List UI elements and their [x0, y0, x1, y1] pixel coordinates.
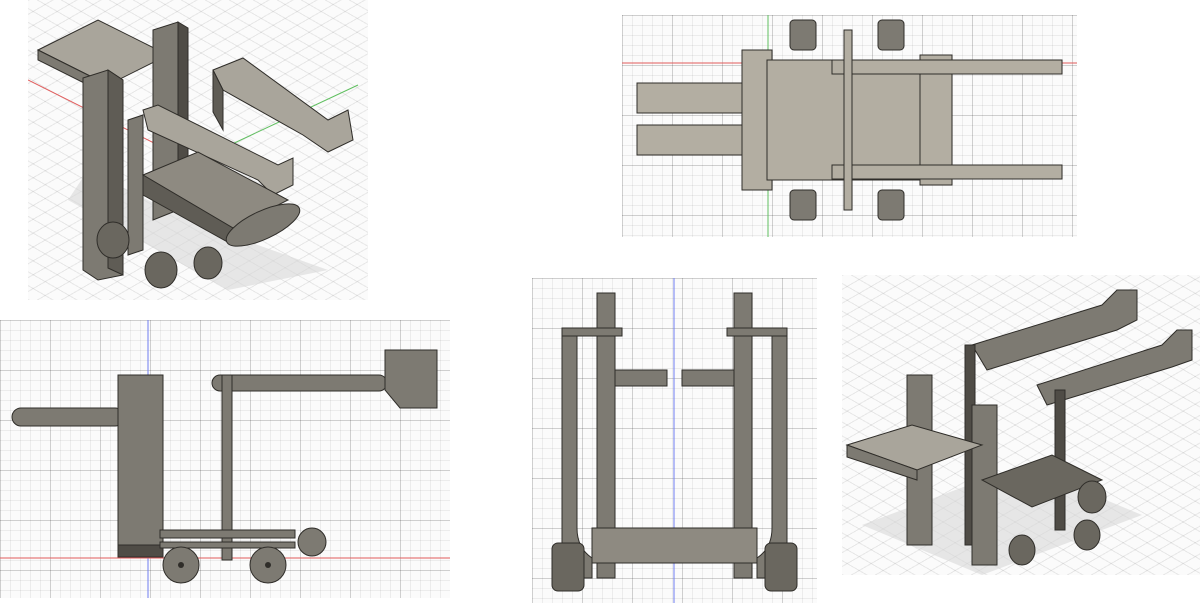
mast-base — [117, 544, 164, 558]
wheel-front-right — [144, 251, 178, 289]
roller — [297, 527, 327, 557]
roller — [225, 203, 301, 247]
upright-right — [756, 327, 788, 579]
upright-left — [561, 327, 593, 579]
side-view-drawing — [0, 320, 450, 598]
wheel-rear — [193, 246, 223, 280]
platform — [159, 529, 296, 539]
front-mast — [117, 374, 164, 556]
wheel-left — [551, 542, 585, 592]
mast-post — [843, 29, 853, 211]
fork — [11, 407, 125, 427]
mast-right — [733, 292, 753, 579]
isometric-back-drawing — [845, 289, 1193, 575]
roller — [1077, 480, 1107, 514]
wheel-front-left — [96, 221, 130, 259]
handle-grip — [384, 349, 438, 409]
wheel-bottom-left — [789, 189, 817, 221]
fork-left — [614, 369, 668, 387]
platform — [980, 454, 1104, 508]
handle-upper — [831, 59, 1063, 75]
platform-lower — [159, 541, 296, 549]
wheel-front-hub — [178, 562, 184, 568]
isometric-front-drawing — [28, 19, 359, 290]
top-view-drawing — [622, 15, 1077, 237]
roller-bar — [591, 527, 758, 564]
wheel-right — [764, 542, 798, 592]
wheel-rear-hub — [265, 562, 271, 568]
shadow — [862, 465, 1142, 575]
rail-right — [726, 327, 788, 337]
fork-side — [846, 444, 918, 481]
handle-arm-right — [212, 57, 354, 153]
rail-left — [561, 327, 623, 337]
handle-arm-upper — [971, 289, 1138, 371]
wheel-top-left — [789, 19, 817, 51]
upright — [221, 374, 233, 561]
wheel-top-right — [877, 19, 905, 51]
rear-post — [127, 114, 144, 256]
wheel-front-left — [1008, 534, 1036, 566]
fork-right — [681, 369, 735, 387]
isometric-view-front — [28, 0, 368, 300]
mast-left — [596, 292, 616, 579]
front-view — [532, 278, 817, 603]
handle-lower — [831, 164, 1063, 180]
roller — [919, 54, 953, 186]
handle-arm-right-post — [212, 69, 224, 132]
handle-arm-left — [142, 104, 294, 196]
wheel-front-right — [1073, 519, 1101, 551]
handle-bar — [211, 374, 388, 392]
isometric-view-back — [842, 275, 1200, 575]
side-view — [0, 320, 450, 598]
top-view — [622, 15, 1077, 237]
handle-arm-lower — [1036, 329, 1193, 406]
front-view-drawing — [551, 278, 798, 603]
wheel-bottom-right — [877, 189, 905, 221]
